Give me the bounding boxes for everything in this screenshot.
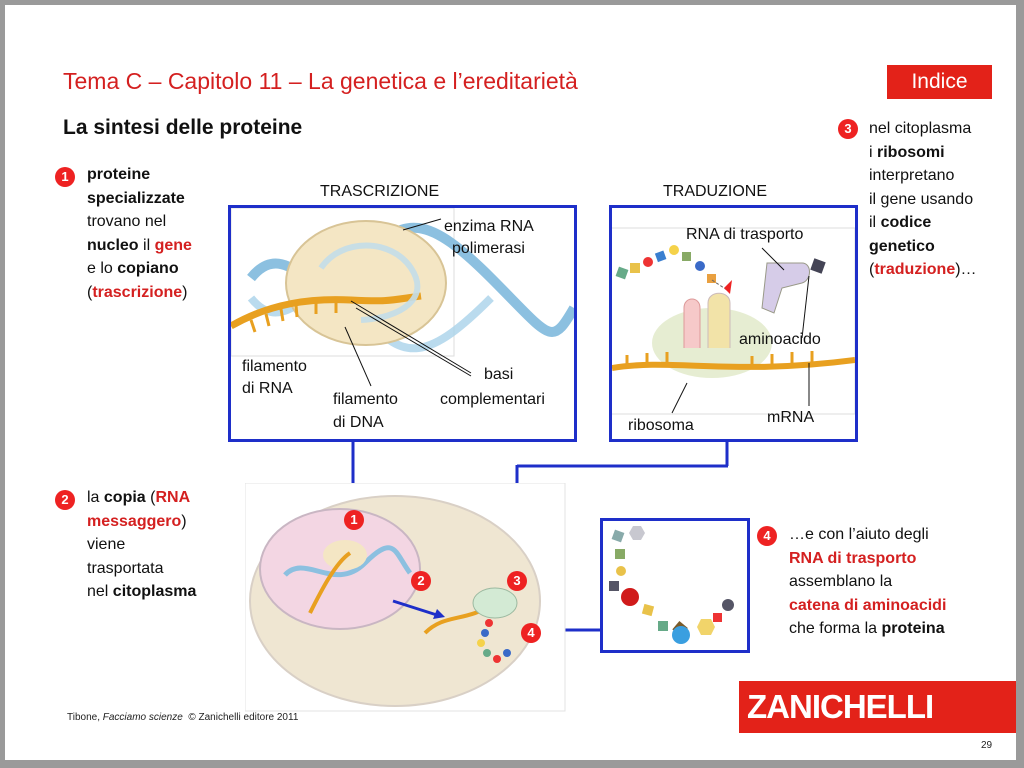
step-1-line: (trascrizione) bbox=[87, 283, 188, 301]
step-1-line: trovano nel bbox=[87, 213, 167, 230]
step-2-badge: 2 bbox=[55, 490, 75, 510]
index-button[interactable]: Indice bbox=[887, 65, 992, 99]
step-3-line: nel citoplasma bbox=[869, 120, 972, 137]
label-bases: basi bbox=[484, 366, 514, 383]
step-4-text: …e con l’aiuto degli RNA di trasporto as… bbox=[789, 523, 946, 641]
step-1-line: specializzate bbox=[87, 189, 185, 207]
cell-protein-chain bbox=[477, 619, 511, 663]
protein-chain-illustration bbox=[609, 526, 734, 644]
step-3-line: genetico bbox=[869, 237, 935, 255]
transcription-heading: TRASCRIZIONE bbox=[320, 183, 440, 200]
step-1-line: proteine bbox=[87, 166, 151, 183]
label-enzyme: enzima RNA bbox=[444, 218, 534, 235]
translation-panel bbox=[601, 205, 858, 442]
label-dna-strand-2: di DNA bbox=[333, 414, 384, 431]
label-enzyme-2: polimerasi bbox=[452, 240, 525, 257]
step-3-text: nel citoplasma i ribosomi interpretano i… bbox=[869, 117, 977, 282]
step-1-line: e lo copiano bbox=[87, 260, 179, 277]
step-2-line: messaggero) bbox=[87, 512, 187, 530]
cell-marker-2: 2 bbox=[411, 571, 431, 591]
page-number: 29 bbox=[981, 740, 993, 751]
label-mrna: mRNA bbox=[767, 409, 815, 426]
label-trna: RNA di trasporto bbox=[686, 226, 804, 243]
step-3-line: il gene usando bbox=[869, 190, 974, 208]
amino-acid-chain bbox=[615, 245, 716, 283]
step-4-line: assemblano la bbox=[789, 573, 893, 590]
label-ribosome: ribosoma bbox=[628, 417, 694, 434]
cell-illustration bbox=[245, 483, 566, 712]
step-3-line: i ribosomi bbox=[869, 143, 945, 161]
step-4-badge: 4 bbox=[757, 526, 777, 546]
label-amino-acid: aminoacido bbox=[739, 331, 821, 348]
step-2-line: nel citoplasma bbox=[87, 583, 197, 600]
translation-illustration bbox=[601, 227, 856, 415]
step-2-line: la copia (RNA bbox=[87, 489, 191, 506]
step-4-line: catena di aminoacidi bbox=[789, 596, 947, 614]
credit-text: Tibone, Facciamo scienze © Zanichelli ed… bbox=[67, 712, 299, 723]
label-rna-strand-2: di RNA bbox=[242, 380, 293, 397]
step-3-line: (traduzione)… bbox=[869, 261, 977, 278]
cell-marker-1: 1 bbox=[344, 510, 364, 530]
step-3-line: interpretano bbox=[869, 167, 955, 184]
cell-marker-4: 4 bbox=[521, 623, 541, 643]
transcription-illustration bbox=[229, 207, 579, 387]
step-3-line: il codice bbox=[869, 214, 932, 231]
slide: Tema C – Capitolo 11 – La genetica e l’e… bbox=[5, 5, 1016, 760]
step-1-line: nucleo il gene bbox=[87, 236, 192, 254]
step-3-badge: 3 bbox=[838, 119, 858, 139]
page-subtitle: La sintesi delle proteine bbox=[63, 116, 303, 139]
label-dna-strand: filamento bbox=[333, 391, 398, 408]
page-title: Tema C – Capitolo 11 – La genetica e l’e… bbox=[63, 68, 578, 94]
step-2-text: la copia (RNA messaggero) viene trasport… bbox=[87, 486, 196, 604]
step-4-line: …e con l’aiuto degli bbox=[789, 526, 929, 543]
label-bases-2: complementari bbox=[440, 391, 545, 408]
protein-chain-panel bbox=[600, 518, 750, 653]
publisher-logo: ZANICHELLI bbox=[739, 681, 1016, 733]
step-4-line: RNA di trasporto bbox=[789, 549, 917, 567]
label-rna-strand: filamento bbox=[242, 358, 307, 375]
step-1-text: proteine specializzate trovano nel nucle… bbox=[87, 163, 192, 304]
step-4-line: che forma la proteina bbox=[789, 620, 945, 637]
step-1-badge: 1 bbox=[55, 167, 75, 187]
step-2-line: trasportata bbox=[87, 559, 164, 577]
step-2-line: viene bbox=[87, 536, 126, 553]
translation-heading: TRADUZIONE bbox=[663, 183, 767, 200]
cell-marker-3: 3 bbox=[507, 571, 527, 591]
transcription-panel bbox=[228, 205, 579, 442]
